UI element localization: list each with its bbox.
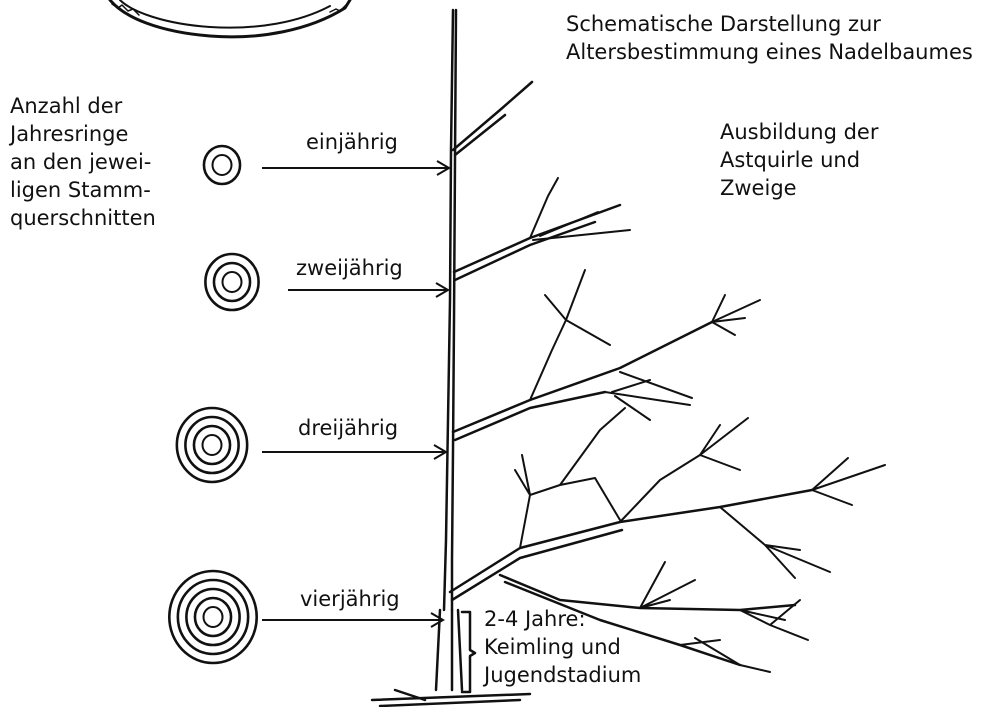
growth-ring (169, 571, 256, 663)
growth-ring (177, 408, 247, 482)
age-label-4: vierjährig (300, 585, 400, 613)
growth-ring (194, 426, 230, 464)
growth-ring (204, 607, 223, 627)
growth-ring (203, 435, 222, 455)
growth-ring (223, 272, 242, 292)
left-caption: Anzahl der Jahresringe an den jewei- lig… (10, 92, 156, 232)
left-caption-line-4: ligen Stamm- (10, 176, 156, 204)
age-label-3: dreijährig (298, 414, 398, 442)
left-caption-line-3: an den jewei- (10, 148, 156, 176)
seedling-note: 2-4 Jahre: Keimling und Jugendstadium (484, 605, 641, 689)
left-caption-line-1: Anzahl der (10, 92, 156, 120)
cross-section-3 (177, 408, 247, 482)
age-label-1: einjährig (306, 128, 398, 156)
diagram-title: Schematische Darstellung zur Altersbesti… (566, 10, 973, 66)
growth-ring (178, 580, 248, 654)
seedling-note-line-3: Jugendstadium (484, 661, 641, 689)
top-cross-section (110, 0, 350, 37)
seedling-bracket (462, 612, 475, 692)
right-caption: Ausbildung der Astquirle und Zweige (720, 118, 878, 202)
seedling-note-line-2: Keimling und (484, 633, 641, 661)
right-caption-line-1: Ausbildung der (720, 118, 878, 146)
growth-ring (195, 598, 231, 636)
growth-ring (213, 155, 232, 175)
age-arrows (262, 161, 449, 627)
growth-ring (214, 263, 250, 301)
right-caption-line-2: Astquirle und (720, 146, 878, 174)
seedling-note-line-1: 2-4 Jahre: (484, 605, 641, 633)
left-caption-line-2: Jahresringe (10, 120, 156, 148)
cross-section-4 (169, 571, 256, 663)
title-line-1: Schematische Darstellung zur (566, 10, 973, 38)
cross-section-2 (205, 254, 258, 310)
left-caption-line-5: querschnitten (10, 204, 156, 232)
title-line-2: Altersbestimmung eines Nadelbaumes (566, 38, 973, 66)
right-caption-line-3: Zweige (720, 174, 878, 202)
growth-ring (204, 146, 240, 184)
ring-cross-sections (169, 146, 258, 663)
cross-section-1 (204, 146, 240, 184)
age-label-2: zweijährig (296, 254, 403, 282)
